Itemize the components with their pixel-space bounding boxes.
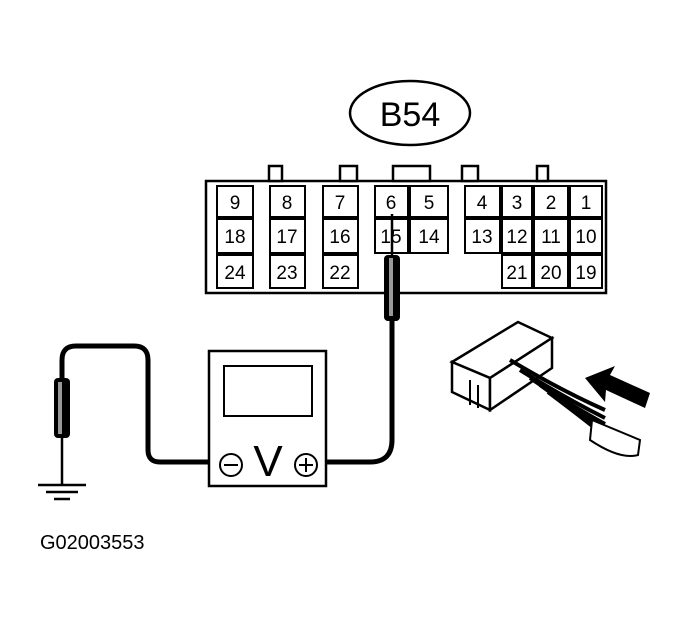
pin-label: 9 <box>230 193 241 214</box>
pin-row-3: 24 23 22 21 20 19 <box>224 263 596 284</box>
pin-label: 14 <box>418 227 440 248</box>
pin-label: 20 <box>540 263 561 284</box>
positive-probe <box>325 214 400 465</box>
negative-probe <box>54 343 210 485</box>
pin-label: 1 <box>581 193 592 214</box>
pin-label: 5 <box>424 193 435 214</box>
pin-label: 21 <box>506 263 527 284</box>
pin-label: 3 <box>512 193 523 214</box>
voltmeter: V <box>207 349 328 488</box>
pin-label: 22 <box>329 263 350 284</box>
pin-row-1: 9 8 7 6 5 4 3 2 1 <box>230 193 592 214</box>
figure-code: G02003553 <box>40 532 145 554</box>
pin-label: 7 <box>335 193 346 214</box>
pin-label: 2 <box>546 193 557 214</box>
connector-name: B54 <box>380 96 441 134</box>
voltmeter-symbol: V <box>253 437 283 486</box>
connector-side-view-icon <box>449 320 642 457</box>
plus-terminal-icon <box>299 458 313 472</box>
pin-label: 11 <box>541 227 561 248</box>
pin-label: 6 <box>386 193 397 214</box>
pin-label: 13 <box>471 227 492 248</box>
pin-label: 18 <box>224 227 245 248</box>
pin-label: 24 <box>224 263 246 284</box>
pin-label: 8 <box>282 193 293 214</box>
pin-row-2: 18 17 16 15 14 13 12 11 10 <box>224 227 596 248</box>
connector-name-badge: B54 <box>348 79 472 147</box>
arrow-icon <box>585 366 650 408</box>
ground-icon <box>38 483 86 501</box>
pin-label: 16 <box>329 227 350 248</box>
pin-label: 17 <box>276 227 297 248</box>
pin-label: 12 <box>506 227 527 248</box>
pin-label: 10 <box>575 227 596 248</box>
pin-label: 4 <box>477 193 488 214</box>
pin-label: 19 <box>575 263 596 284</box>
pin-label: 23 <box>276 263 297 284</box>
